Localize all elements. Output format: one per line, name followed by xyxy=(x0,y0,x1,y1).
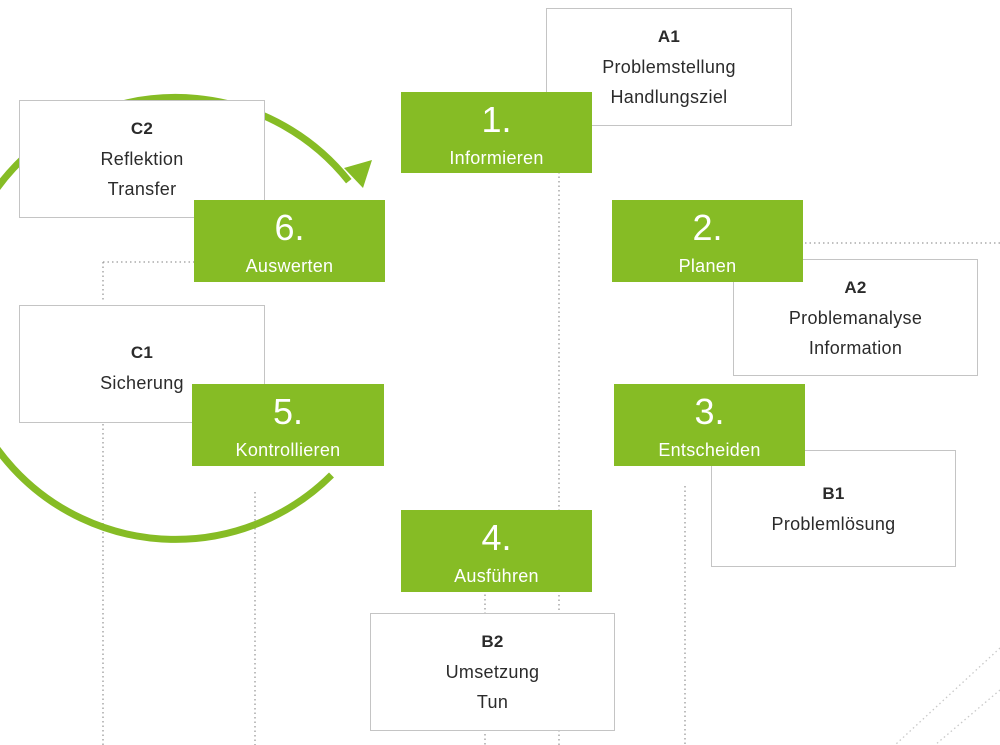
info-box-code: A1 xyxy=(657,27,681,46)
step-number: 5. xyxy=(272,391,304,432)
info-box-c2: C2 Reflektion Transfer xyxy=(19,100,265,218)
step-5-kontrollieren: 5. Kontrollieren xyxy=(192,384,384,466)
step-number: 3. xyxy=(694,391,725,432)
step-2-planen: 2. Planen xyxy=(612,200,803,282)
info-box-line: Handlungsziel xyxy=(610,87,728,107)
step-3-entscheiden: 3. Entscheiden xyxy=(614,384,805,466)
info-box-line: Information xyxy=(808,337,903,358)
step-label: Ausführen xyxy=(454,566,539,586)
perspective-line xyxy=(934,689,1000,745)
info-box-code: A2 xyxy=(844,277,867,297)
info-box-line: Reflektion xyxy=(100,149,184,169)
step-number: 6. xyxy=(274,207,305,248)
cycle-ring xyxy=(0,93,352,543)
perspective-line xyxy=(894,647,1000,745)
info-box-code: C2 xyxy=(130,119,154,138)
step-number: 4. xyxy=(481,517,512,558)
step-1-informieren: 1. Informieren xyxy=(401,92,592,173)
step-number: 1. xyxy=(481,99,512,140)
step-label: Entscheiden xyxy=(658,440,761,460)
step-label: Informieren xyxy=(449,148,544,168)
info-box-line: Tun xyxy=(476,692,509,712)
step-4-ausfuehren: 4. Ausführen xyxy=(401,510,592,592)
step-number: 2. xyxy=(692,207,723,248)
info-box-b2: B2 Umsetzung Tun xyxy=(370,613,615,731)
info-box-line: Umsetzung xyxy=(445,662,540,682)
info-box-code: B2 xyxy=(481,632,504,651)
info-box-b1: B1 Problemlösung xyxy=(711,450,956,567)
step-label: Auswerten xyxy=(245,256,334,276)
info-box-line: Transfer xyxy=(107,179,177,199)
info-box-line: Problemanalyse xyxy=(788,307,923,328)
info-box-line: Sicherung xyxy=(100,373,184,393)
info-box-code: B1 xyxy=(822,483,845,503)
step-label: Kontrollieren xyxy=(235,440,341,460)
cycle-arrowhead-icon xyxy=(344,160,372,188)
step-6-auswerten: 6. Auswerten xyxy=(194,200,385,282)
info-box-line: Problemstellung xyxy=(602,57,736,77)
info-box-code: C1 xyxy=(130,343,154,362)
info-box-line: Problemlösung xyxy=(771,513,896,534)
step-label: Planen xyxy=(678,256,737,276)
